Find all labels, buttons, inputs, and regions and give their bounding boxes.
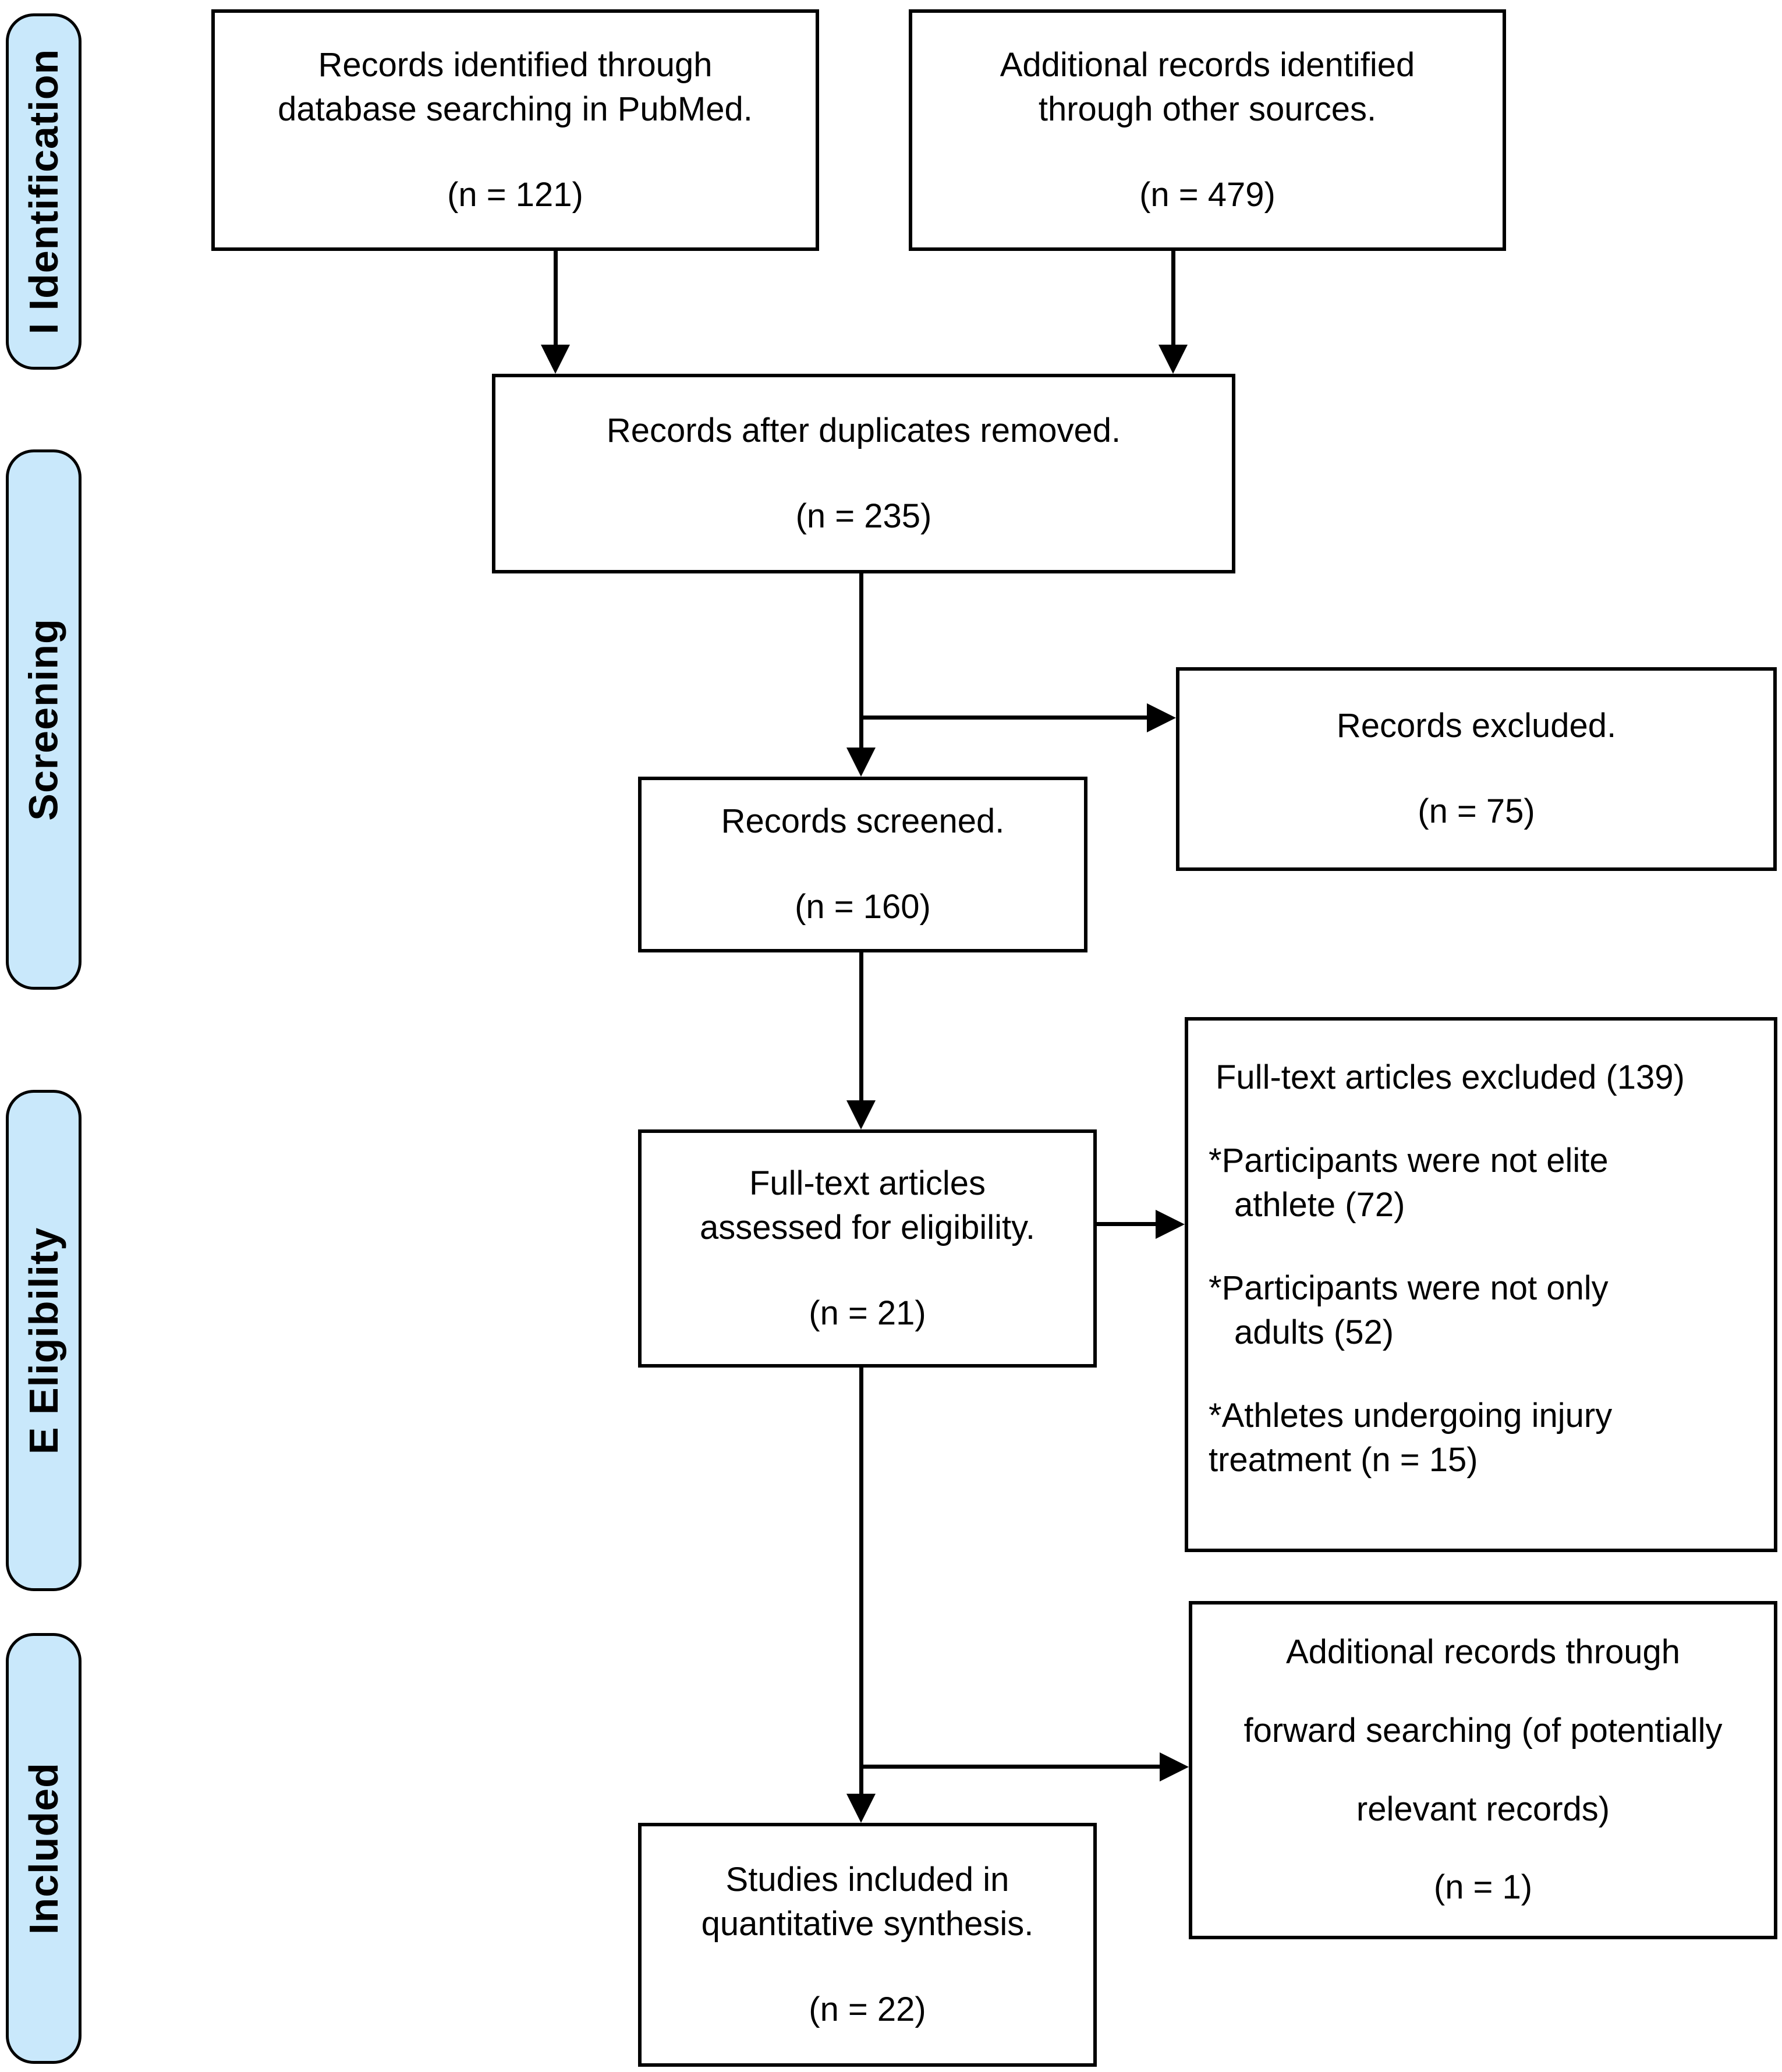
connector-line <box>859 1368 863 1794</box>
box-studies-included-count: (n = 22) <box>809 1990 926 2028</box>
stage-label-eligibility: E Eligibility <box>6 1090 82 1591</box>
arrowhead-down-icon <box>1159 345 1188 374</box>
box-additional-records-line1: Additional records identified <box>1000 45 1415 84</box>
box-studies-included-line1: Studies included in <box>725 1860 1009 1899</box>
box-forward-searching-line3: relevant records) <box>1356 1790 1610 1828</box>
arrowhead-down-icon <box>846 1794 876 1823</box>
box-records-identified-count: (n = 121) <box>447 175 583 214</box>
box-forward-searching-count: (n = 1) <box>1433 1868 1533 1907</box>
box-fulltext-excluded-reason1: *Participants were not elite athlete (72… <box>1209 1139 1609 1228</box>
connector-line <box>859 952 863 1100</box>
box-fulltext-excluded-title: Full-text articles excluded (139) <box>1216 1058 1685 1096</box>
connector-line <box>554 251 558 345</box>
box-records-excluded: Records excluded. (n = 75) <box>1176 667 1777 871</box>
box-records-excluded-count: (n = 75) <box>1418 792 1535 830</box>
box-records-screened-count: (n = 160) <box>795 888 931 926</box>
arrowhead-right-icon <box>1147 703 1176 732</box>
stage-label-included: Included <box>6 1633 82 2064</box>
reason2-line1: *Participants were not only <box>1209 1269 1609 1307</box>
stage-label-screening-text: Screening <box>21 618 67 821</box>
box-fulltext-assessed-line1: Full-text articles <box>749 1164 986 1202</box>
stage-label-eligibility-text: E Eligibility <box>21 1227 66 1454</box>
connector-line <box>859 573 863 748</box>
box-records-identified-line1: Records identified through <box>318 45 713 84</box>
stage-label-identification: I Identification <box>6 13 82 370</box>
box-additional-records: Additional records identified through ot… <box>909 9 1506 251</box>
arrowhead-down-icon <box>846 748 876 777</box>
reason1-line1: *Participants were not elite <box>1209 1141 1609 1180</box>
stage-label-identification-text: I Identification <box>21 48 67 335</box>
box-fulltext-assessed-line2: assessed for eligibility. <box>700 1209 1035 1247</box>
reason1-line2: athlete (72) <box>1234 1186 1405 1224</box>
box-fulltext-excluded: Full-text articles excluded (139) *Parti… <box>1185 1017 1777 1552</box>
box-records-screened: Records screened. (n = 160) <box>638 777 1087 952</box>
box-duplicates-removed: Records after duplicates removed. (n = 2… <box>492 374 1235 573</box>
box-fulltext-assessed-count: (n = 21) <box>809 1294 926 1332</box>
box-fulltext-excluded-reason2: *Participants were not only adults (52) <box>1209 1266 1609 1355</box>
box-records-identified: Records identified through database sear… <box>211 9 819 251</box>
stage-label-included-text: Included <box>21 1762 67 1935</box>
box-records-screened-line1: Records screened. <box>721 802 1005 841</box>
reason3-line2: treatment (n = 15) <box>1209 1441 1478 1479</box>
box-studies-included-line2: quantitative synthesis. <box>701 1905 1034 1943</box>
connector-line <box>1171 251 1175 345</box>
arrowhead-down-icon <box>541 345 570 374</box>
box-forward-searching-line2: forward searching (of potentially <box>1243 1711 1723 1749</box>
box-fulltext-excluded-reason3: *Athletes undergoing injury treatment (n… <box>1209 1394 1612 1483</box>
box-duplicates-removed-line1: Records after duplicates removed. <box>606 411 1121 449</box>
arrowhead-right-icon <box>1160 1752 1189 1781</box>
box-records-excluded-line1: Records excluded. <box>1336 707 1617 745</box>
box-fulltext-assessed: Full-text articles assessed for eligibil… <box>638 1129 1097 1368</box>
stage-label-screening: Screening <box>6 449 82 990</box>
arrowhead-right-icon <box>1156 1210 1185 1239</box>
box-additional-records-line2: through other sources. <box>1038 90 1377 129</box>
box-forward-searching: Additional records through forward searc… <box>1189 1601 1777 1939</box>
box-additional-records-count: (n = 479) <box>1139 175 1276 214</box>
connector-line <box>861 716 1147 720</box>
connector-line <box>1097 1222 1156 1226</box>
box-records-identified-line2: database searching in PubMed. <box>278 90 753 129</box>
connector-line <box>861 1765 1160 1769</box>
box-duplicates-removed-count: (n = 235) <box>795 497 932 535</box>
reason3-line1: *Athletes undergoing injury <box>1209 1396 1613 1435</box>
box-forward-searching-line1: Additional records through <box>1285 1633 1681 1671</box>
reason2-line2: adults (52) <box>1234 1313 1394 1352</box>
arrowhead-down-icon <box>846 1100 876 1129</box>
box-studies-included: Studies included in quantitative synthes… <box>638 1823 1097 2067</box>
